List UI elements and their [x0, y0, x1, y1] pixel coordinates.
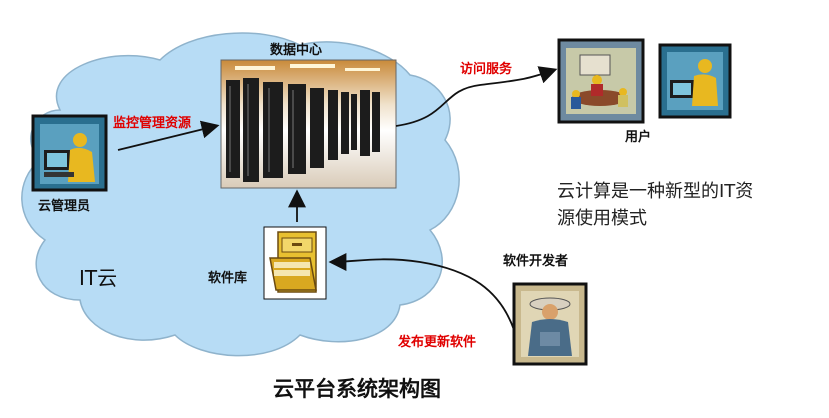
monitor-arrow [117, 120, 220, 151]
description-line-1: 云计算是一种新型的IT资 [557, 181, 754, 202]
monitor-label: 监控管理资源 [113, 116, 192, 131]
access-label: 访问服务 [460, 62, 513, 77]
diagram-title: 云平台系统架构图 [273, 377, 441, 401]
datacenter-label: 数据中心 [270, 43, 323, 58]
publish-arrow [328, 252, 515, 331]
publish-label: 发布更新软件 [398, 335, 477, 350]
access-arrow [395, 66, 558, 127]
admin-label: 云管理员 [38, 199, 91, 214]
repo-label: 软件库 [208, 271, 248, 286]
developer-label: 软件开发者 [503, 254, 569, 269]
users-label: 用户 [625, 130, 652, 145]
cloud-label: IT云 [79, 266, 118, 290]
description-line-2: 源使用模式 [557, 208, 647, 229]
